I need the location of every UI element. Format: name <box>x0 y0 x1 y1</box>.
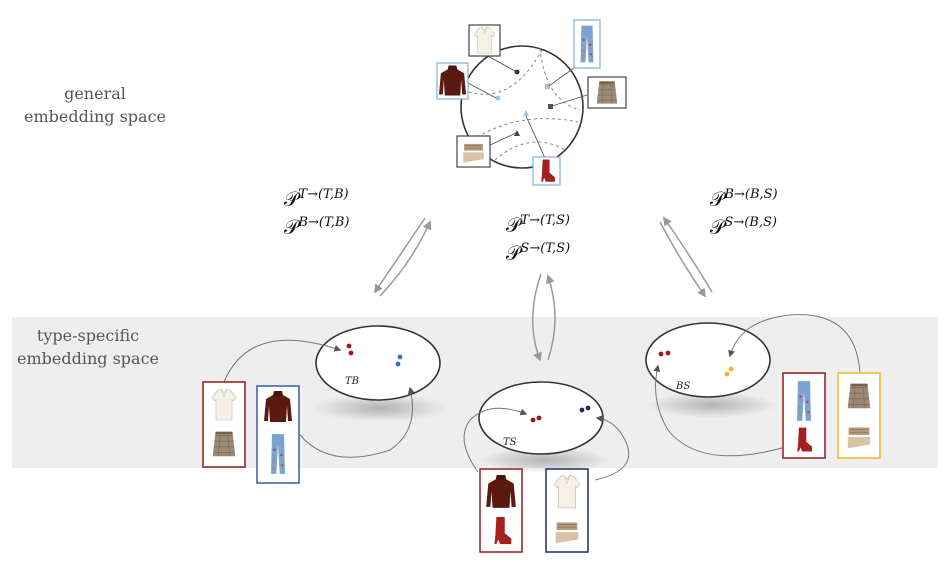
projection-right-2: 𝒫S→(B,S) <box>710 215 777 239</box>
outfit-bs-gold <box>837 372 881 459</box>
bs-point-gold-2 <box>728 366 734 372</box>
projection-middle-2: 𝒫S→(T,S) <box>506 241 570 265</box>
ts-point-navy-2 <box>585 405 591 411</box>
thumb-sweater-general <box>436 62 469 100</box>
general-embedding-space <box>460 45 588 169</box>
projection-arrows <box>373 216 713 362</box>
ts-point-red-2 <box>536 415 542 421</box>
bs-point-gold-1 <box>724 371 730 377</box>
general-point-boot <box>523 110 529 116</box>
outfit-arrows <box>223 314 861 481</box>
tb-point-blue-2 <box>395 361 401 367</box>
ts-label: TS <box>503 437 517 448</box>
projection-middle: 𝒫T→(T,S) 𝒫S→(T,S) <box>506 213 570 265</box>
thumb-top-general <box>468 24 501 57</box>
outfit-bs-red <box>782 372 826 459</box>
projection-left-1: 𝒫T→(T,B) <box>284 187 349 211</box>
general-point-skirt <box>548 104 553 109</box>
thumb-skirt-general <box>587 76 627 109</box>
thumb-boot-general <box>532 156 561 186</box>
projection-right-1: 𝒫B→(B,S) <box>710 187 778 211</box>
tb-point-red-2 <box>348 350 354 356</box>
general-point-jeans <box>545 84 550 89</box>
type-specific-label-line1: type-specific <box>37 326 139 345</box>
general-point-sweater <box>495 95 501 101</box>
bs-point-red-1 <box>658 351 664 357</box>
general-space-label-line1: general <box>64 84 126 103</box>
tb-point-blue-1 <box>397 354 403 360</box>
projection-left: 𝒫T→(T,B) 𝒫B→(T,B) <box>284 187 349 239</box>
tb-point-red-1 <box>346 343 352 349</box>
thumb-jeans-general <box>573 19 601 69</box>
space-ts: TS <box>478 381 611 473</box>
tb-label: TB <box>345 376 359 387</box>
type-specific-label-line2: embedding space <box>17 349 159 368</box>
projection-middle-1: 𝒫T→(T,S) <box>506 213 570 237</box>
outfit-ts-red <box>479 468 523 553</box>
general-point-top <box>514 69 520 75</box>
ts-point-red-1 <box>530 417 536 423</box>
bs-label: BS <box>675 381 690 392</box>
projection-right: 𝒫B→(B,S) 𝒫S→(B,S) <box>710 187 778 239</box>
outfit-tb-blue <box>256 385 300 484</box>
thumb-wedge-general <box>456 135 491 168</box>
outfit-tb-red <box>202 381 246 468</box>
bs-point-red-2 <box>665 350 671 356</box>
general-space-label-line2: embedding space <box>24 107 166 126</box>
general-point-wedge <box>514 130 520 136</box>
outfit-ts-navy <box>545 468 589 553</box>
ts-point-navy-1 <box>579 407 585 413</box>
projection-left-2: 𝒫B→(T,B) <box>284 215 349 239</box>
space-tb: TB <box>312 325 448 422</box>
space-bs: BS <box>645 322 778 418</box>
